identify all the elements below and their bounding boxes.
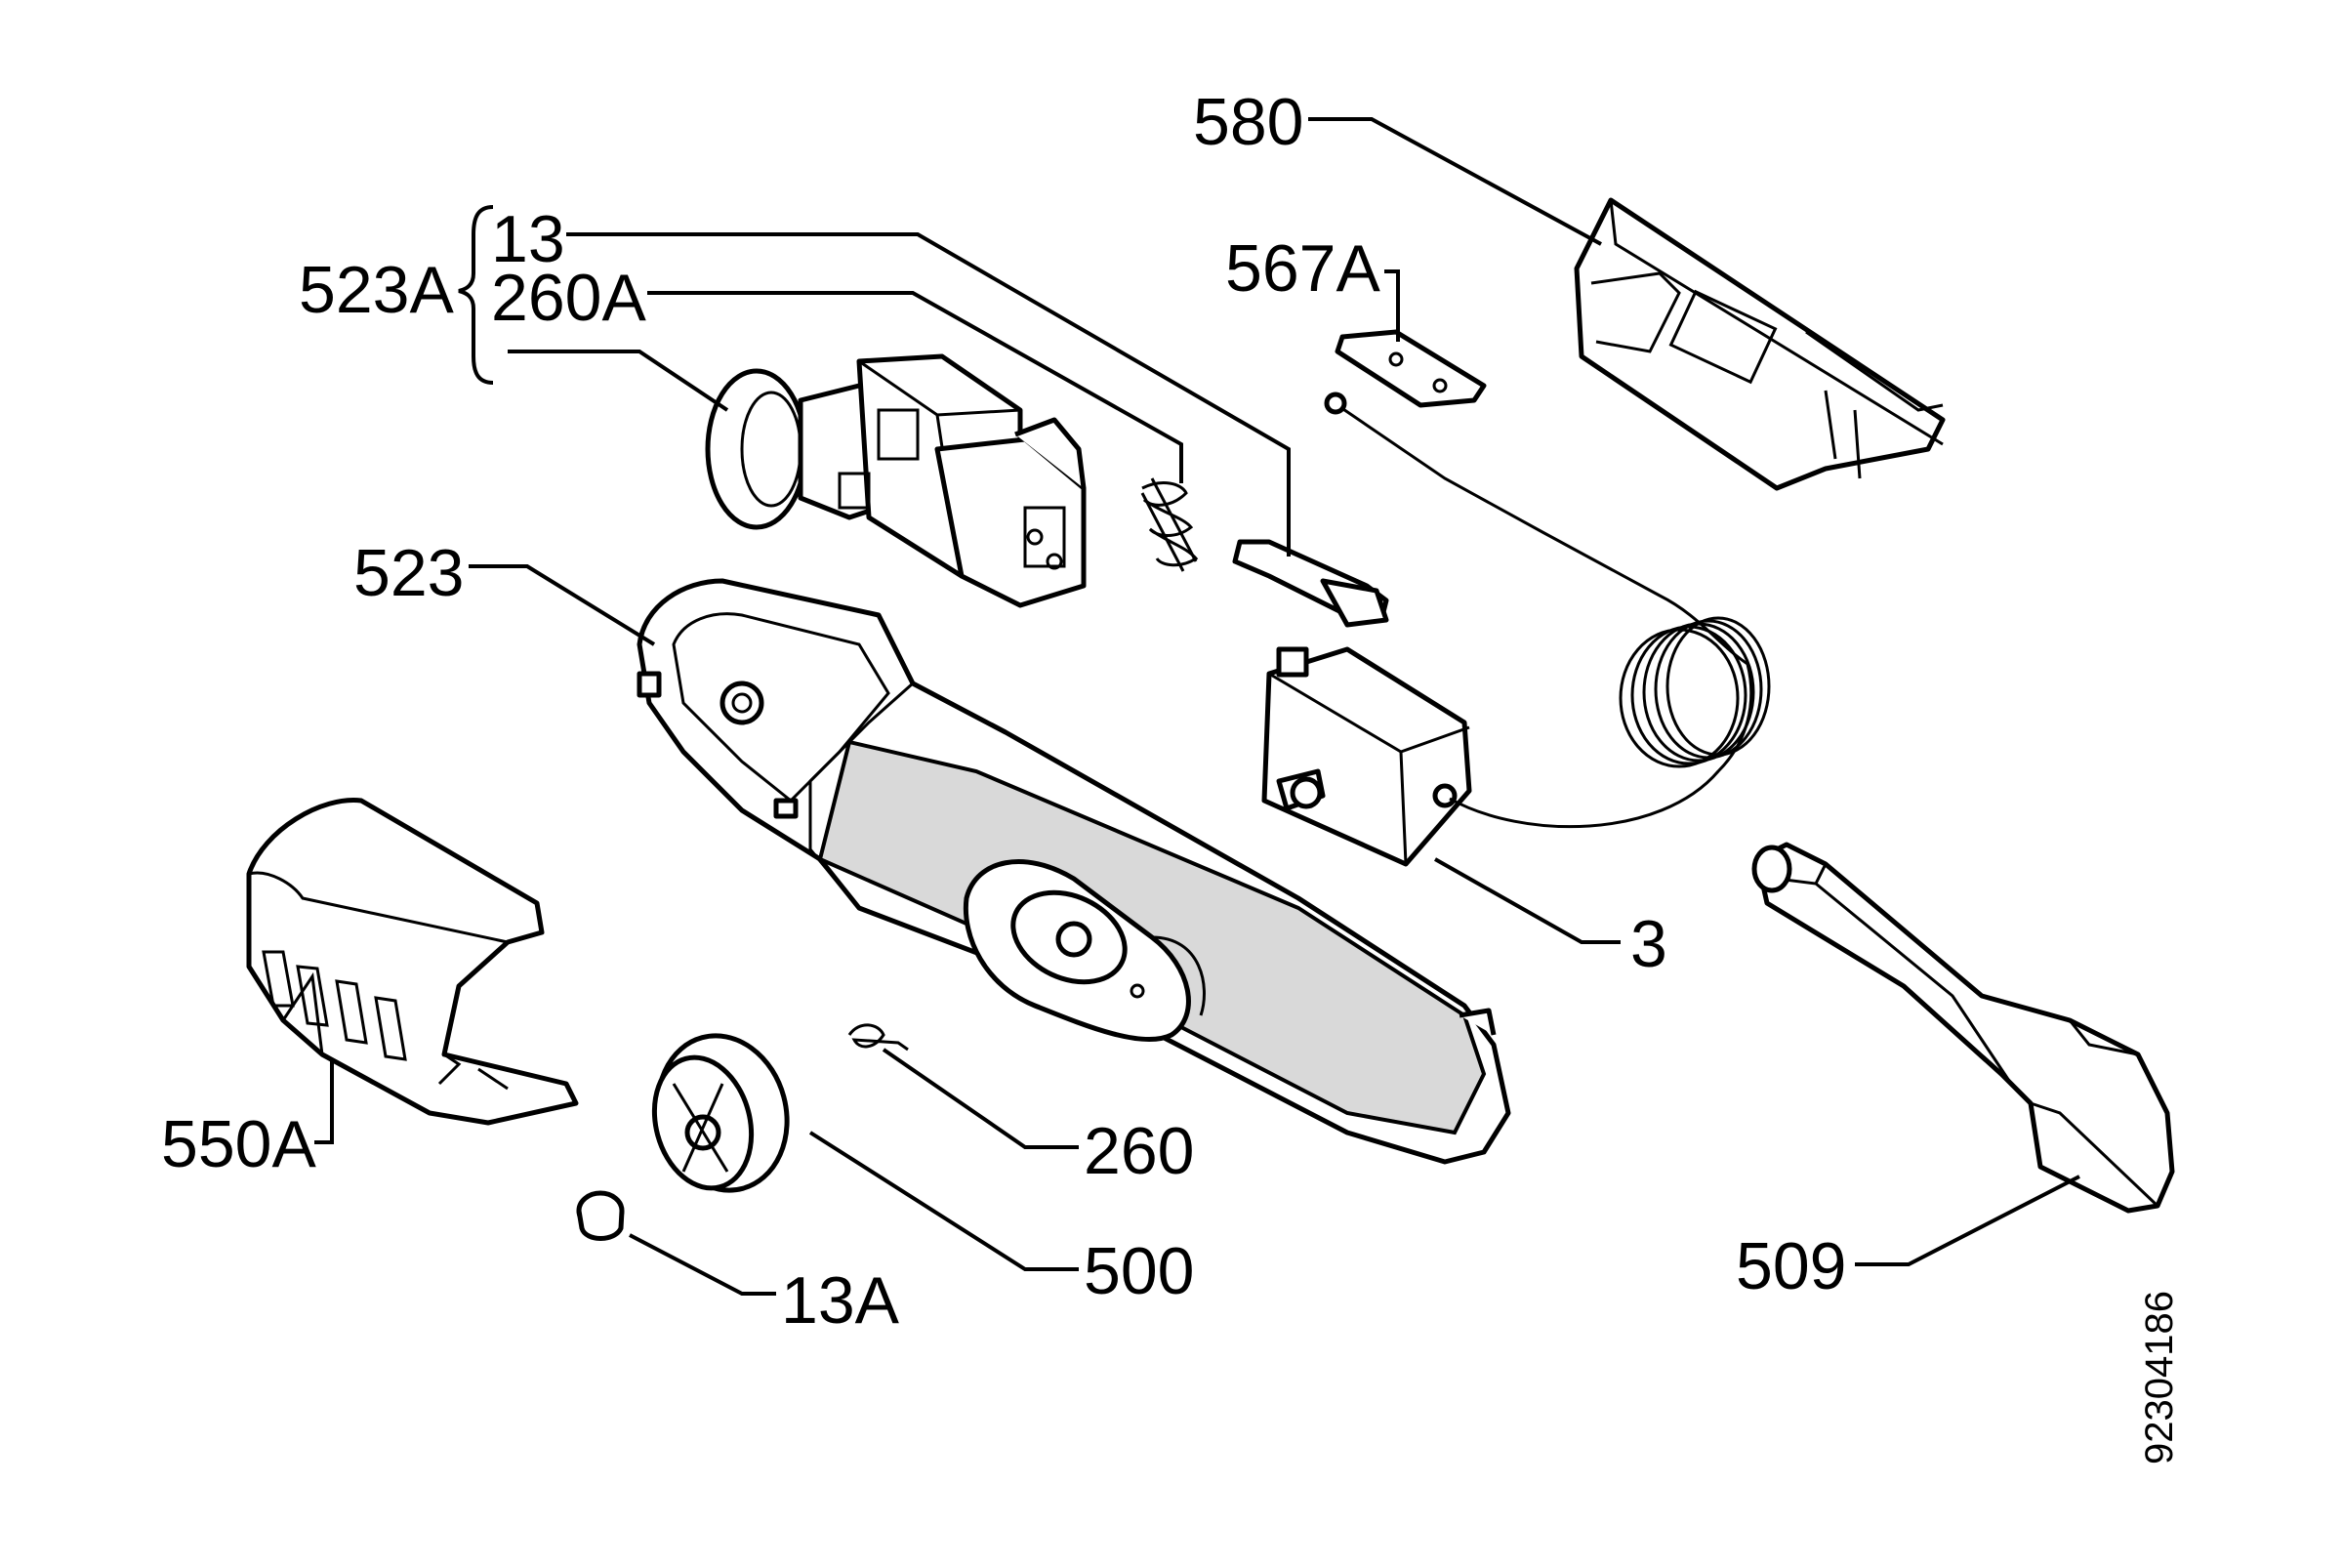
- label-3: 3: [1630, 907, 1667, 981]
- part-523-housing: [637, 578, 1511, 1165]
- leader-13a: [629, 1233, 776, 1296]
- part-13-plunger: [1232, 539, 1389, 628]
- leader-509: [1855, 1175, 2080, 1266]
- label-523a: 523A: [299, 253, 454, 327]
- label-13: 13: [491, 202, 565, 276]
- leader-523a-bracket: [508, 350, 729, 412]
- leader-550a: [314, 1059, 334, 1144]
- part-523a-switch-assembly: [705, 353, 1087, 608]
- part-3-thermostat: [1261, 392, 1771, 867]
- label-260a: 260A: [491, 261, 646, 335]
- label-523: 523: [353, 536, 464, 610]
- label-260: 260: [1084, 1114, 1194, 1188]
- part-580-bracket: [1574, 197, 1946, 491]
- capillary-coil: [1619, 616, 1771, 768]
- part-550a-lamp-cover: [246, 798, 579, 1126]
- part-260a-spring: [1140, 477, 1199, 572]
- leader-lines: [314, 117, 2080, 1296]
- leader-500: [808, 1131, 1079, 1271]
- label-580: 580: [1193, 85, 1303, 159]
- brace-523a: [458, 205, 494, 385]
- part-509-handle: [1751, 842, 2175, 1214]
- leader-260a: [647, 291, 1183, 483]
- leader-567a: [1384, 269, 1400, 342]
- part-13a-cap: [576, 1190, 625, 1241]
- leader-13: [566, 232, 1291, 557]
- leader-580: [1308, 117, 1602, 246]
- label-13a: 13A: [781, 1263, 900, 1338]
- leader-3: [1434, 857, 1621, 944]
- document-id: 92304186: [2138, 1291, 2181, 1465]
- label-550a: 550A: [161, 1107, 316, 1181]
- leader-523: [469, 564, 656, 646]
- label-567a: 567A: [1225, 231, 1380, 306]
- label-509: 509: [1736, 1229, 1846, 1303]
- part-260-clip: [847, 1023, 909, 1052]
- cover-vent-slots: [262, 950, 407, 1061]
- part-567a-clip: [1335, 329, 1487, 408]
- part-500-knob: [651, 1033, 790, 1193]
- leader-260: [882, 1048, 1079, 1149]
- label-500: 500: [1084, 1234, 1194, 1308]
